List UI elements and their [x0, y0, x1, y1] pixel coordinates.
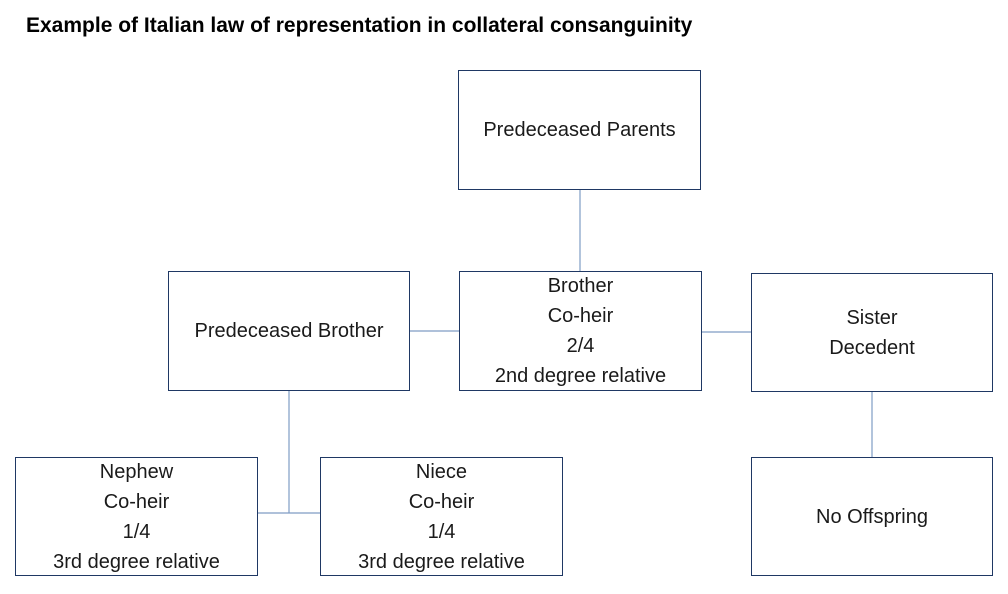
node-text-line: 2/4 [566, 335, 595, 357]
node-text-line: Sister [846, 306, 898, 329]
node-text-line: Decedent [829, 336, 915, 359]
node-text-line: Nephew [99, 460, 174, 483]
node-no-offspring: No Offspring [751, 457, 993, 576]
node-text-line: No Offspring [816, 505, 928, 528]
node-text-line: 3rd degree relative [358, 550, 525, 573]
diagram-title: Example of Italian law of representation… [26, 14, 693, 37]
node-text-line: Co-heir [103, 490, 170, 513]
node-text-line: 1/4 [427, 520, 456, 543]
node-predeceased-brother: Predeceased Brother [168, 271, 410, 391]
node-text-line: Co-heir [547, 305, 614, 327]
node-text-line: Predeceased Brother [194, 320, 384, 342]
node-text-line: 3rd degree relative [53, 550, 220, 573]
node-text-line: 2nd degree relative [494, 365, 667, 387]
node-text-line: Predeceased Parents [483, 119, 676, 141]
node-text-line: Niece [415, 460, 468, 483]
node-text-line: Brother [547, 275, 614, 297]
node-predeceased-parents: Predeceased Parents [458, 70, 701, 190]
node-text-line: Co-heir [408, 490, 475, 513]
node-text-line: 1/4 [122, 520, 151, 543]
